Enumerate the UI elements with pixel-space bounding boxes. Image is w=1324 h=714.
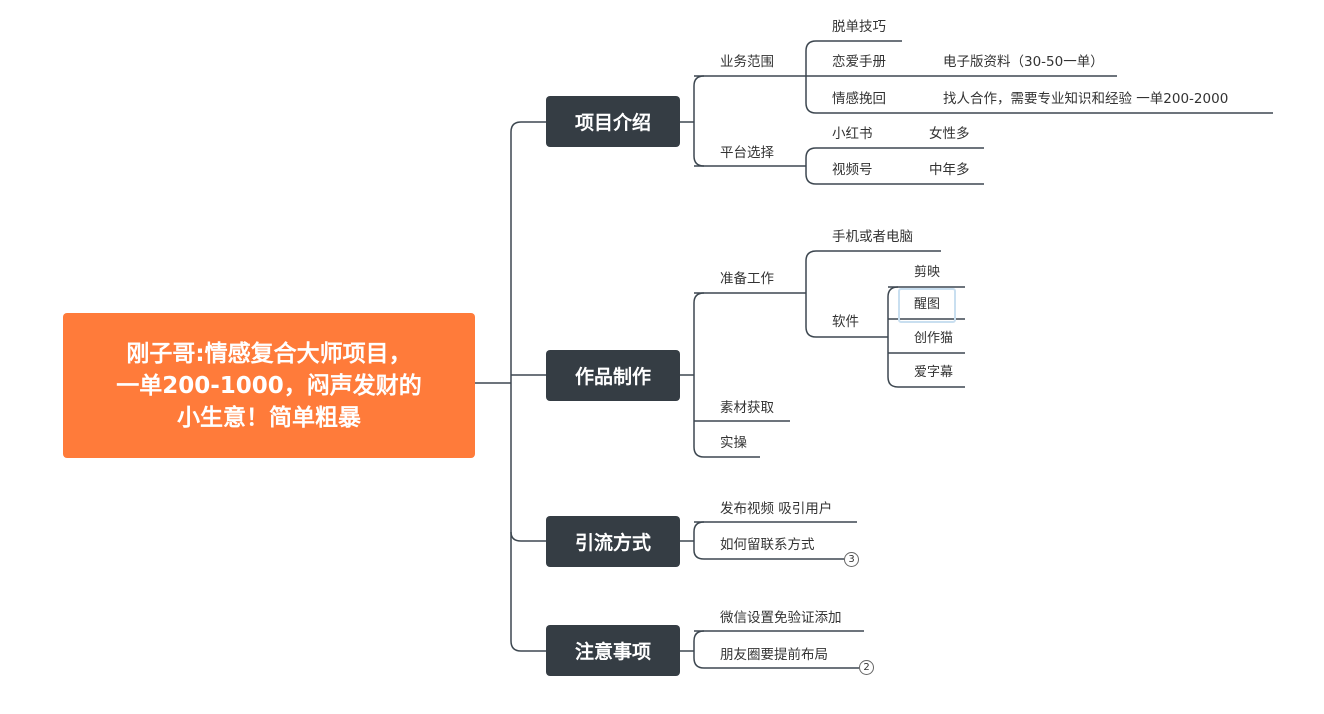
subtopic-scope[interactable]: 业务范围 [720,54,774,70]
software-item-chuangzuomao[interactable]: 创作猫 [914,331,954,346]
scope-item-recovery[interactable]: 情感挽回 [832,91,886,107]
notes-item-wechat[interactable]: 微信设置免验证添加 [720,610,842,626]
subtopic-prep[interactable]: 准备工作 [720,271,774,287]
topic-project-intro[interactable]: 项目介绍 [546,96,680,147]
platform-item-xiaohongshu[interactable]: 小红书 [832,126,873,142]
software-item-xingtu[interactable]: 醒图 [914,297,941,312]
scope-item-love-manual[interactable]: 恋爱手册 [832,54,886,70]
topic-notes[interactable]: 注意事项 [546,625,680,676]
prep-item-software[interactable]: 软件 [832,314,859,330]
video-channel-detail[interactable]: 中年多 [929,162,970,178]
software-item-jianying[interactable]: 剪映 [914,265,941,280]
subtopic-material[interactable]: 素材获取 [720,400,774,416]
subtopic-practice[interactable]: 实操 [720,435,747,451]
recovery-detail[interactable]: 找人合作，需要专业知识和经验 一单200-2000 [943,91,1229,107]
xiaohongshu-detail[interactable]: 女性多 [929,126,970,142]
topic-production[interactable]: 作品制作 [546,350,680,401]
notes-item-moments[interactable]: 朋友圈要提前布局 [720,647,828,663]
subtopic-platform[interactable]: 平台选择 [720,145,774,161]
topic-traffic[interactable]: 引流方式 [546,516,680,567]
collapsed-count-badge[interactable]: 3 [844,552,859,567]
traffic-item-contact[interactable]: 如何留联系方式 [720,537,815,553]
selection-highlight [898,288,956,323]
software-item-aizimu[interactable]: 爱字幕 [914,365,954,380]
platform-item-video-channel[interactable]: 视频号 [832,162,873,178]
collapsed-count-badge[interactable]: 2 [859,660,874,675]
traffic-item-publish-video[interactable]: 发布视频 吸引用户 [720,501,833,517]
root-topic[interactable]: 刚子哥:情感复合大师项目， 一单200-1000，闷声发财的 小生意！简单粗暴 [63,313,475,458]
prep-item-device[interactable]: 手机或者电脑 [832,229,913,245]
love-manual-detail[interactable]: 电子版资料（30-50一单） [943,54,1104,70]
root-topic-title: 刚子哥:情感复合大师项目， 一单200-1000，闷声发财的 小生意！简单粗暴 [116,340,422,431]
scope-item-dating-tips[interactable]: 脱单技巧 [832,19,886,35]
